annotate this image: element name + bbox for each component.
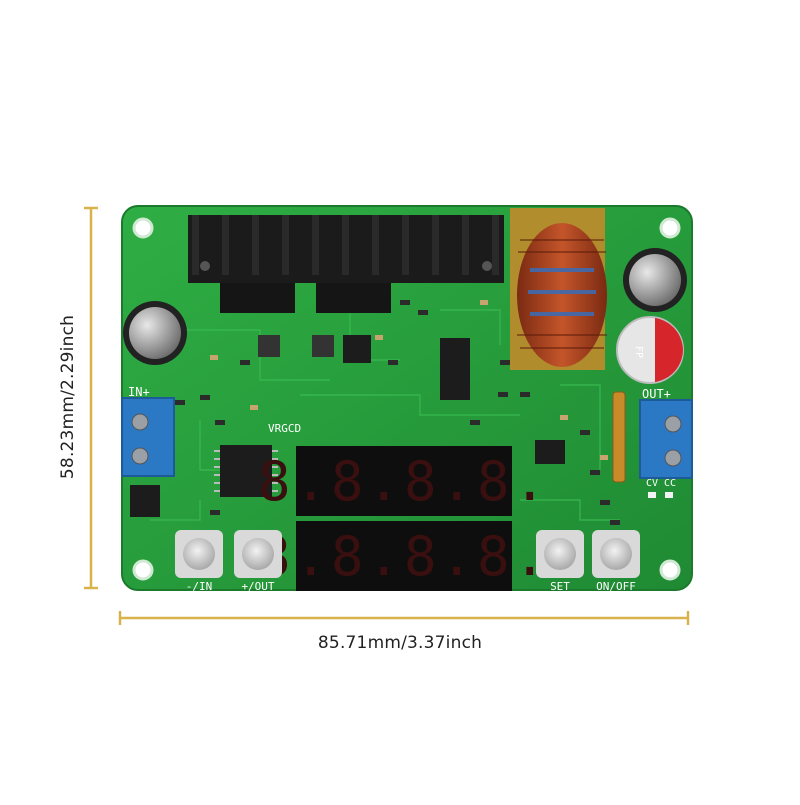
electrolytic-capacitor-black-output	[623, 248, 687, 312]
label-cc: CC	[664, 478, 676, 489]
button-minus-in-label: -/IN	[186, 580, 213, 593]
mounting-holes	[132, 217, 681, 581]
button-set-label: SET	[550, 580, 570, 593]
current-display-digits: 8.8.8.8.	[258, 525, 550, 588]
input-terminal-block	[121, 397, 175, 477]
toroid-inductor	[510, 208, 607, 370]
button-on-off-label: ON/OFF	[596, 580, 636, 593]
width-dimension-label: 85.71mm/3.37inch	[317, 633, 483, 653]
cc-led	[665, 492, 673, 498]
heatsink	[188, 215, 504, 313]
mosfet-chip-2	[258, 335, 280, 357]
button-on-off[interactable]	[592, 530, 640, 578]
voltage-display-digits: 8.8.8.8.	[258, 450, 550, 513]
label-in-plus: IN+	[128, 385, 150, 399]
regulator-chip	[130, 485, 160, 517]
mosfet-chip-1	[343, 335, 371, 363]
driver-chip	[440, 338, 470, 400]
current-display: 8.8.8.8.	[258, 521, 550, 591]
smd-components	[175, 300, 620, 525]
button-minus-in[interactable]	[175, 530, 223, 578]
button-plus-out[interactable]	[234, 530, 282, 578]
voltage-display: 8.8.8.8.	[258, 446, 550, 516]
op-amp-chip	[535, 440, 565, 464]
label-cv: CV	[646, 478, 658, 489]
button-plus-out-label: +/OUT	[241, 580, 274, 593]
mosfet-chip-3	[312, 335, 334, 357]
smd-capacitors-tan	[210, 300, 608, 460]
button-set[interactable]	[536, 530, 584, 578]
height-dimension-label: 58.23mm/2.29inch	[58, 314, 78, 480]
shunt-resistor	[612, 391, 626, 483]
cv-led	[648, 492, 656, 498]
svg-text:FP: FP	[633, 346, 644, 358]
polymer-capacitor-red: FP	[616, 316, 684, 384]
microcontroller-chip	[214, 445, 278, 497]
electrolytic-capacitor-black	[123, 301, 187, 365]
width-dimension-line	[118, 611, 690, 625]
height-dimension-line	[84, 206, 98, 590]
label-out-plus: OUT+	[642, 387, 671, 401]
output-terminal-block	[639, 399, 693, 479]
label-vrgcd: VRGCD	[268, 422, 301, 435]
